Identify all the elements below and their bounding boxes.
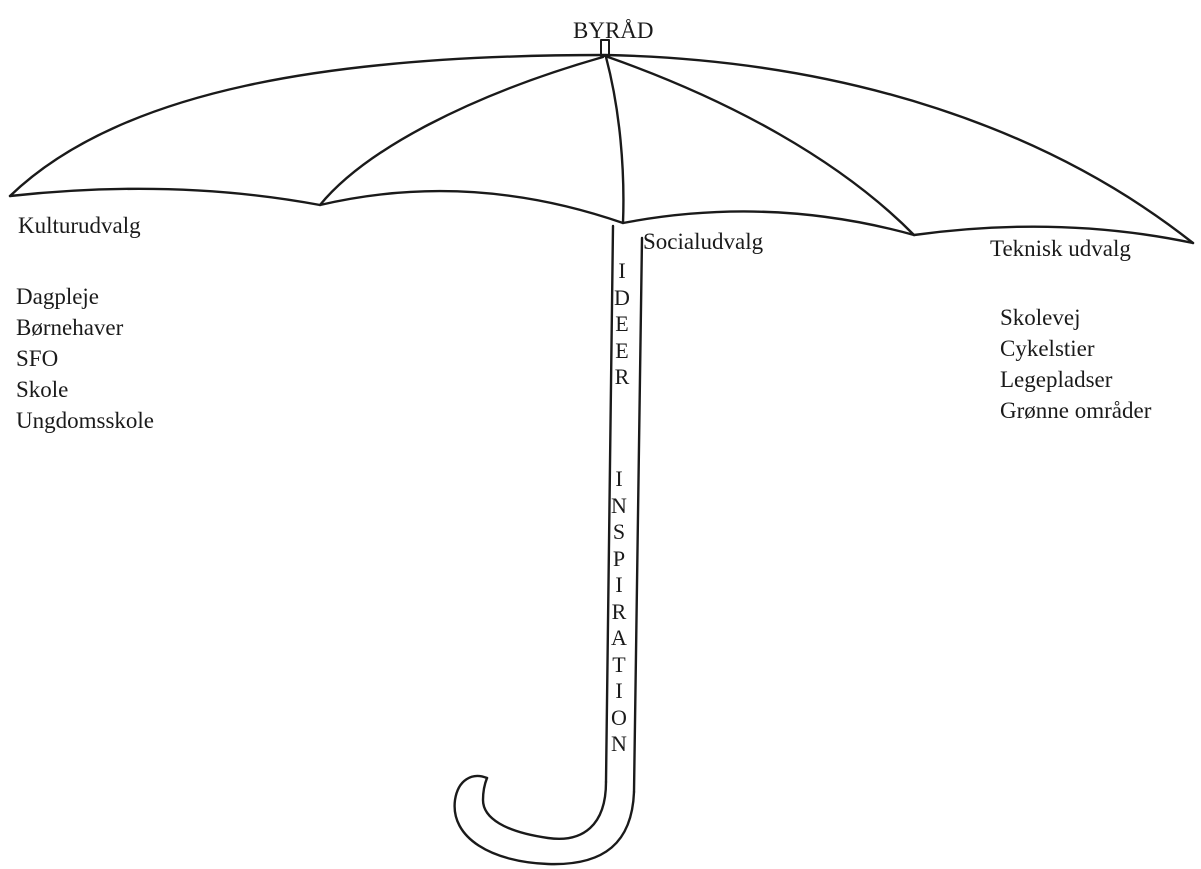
canopy-rib [608, 57, 914, 235]
list-item: Børnehaver [16, 312, 154, 343]
shaft-right [634, 238, 642, 792]
shaft-letter: I [607, 678, 631, 705]
kultur-items-list: Dagpleje Børnehaver SFO Skole Ungdomssko… [16, 281, 154, 436]
shaft-letter: A [607, 625, 631, 652]
list-item: SFO [16, 343, 154, 374]
top-label: BYRÅD [573, 19, 654, 42]
shaft-letter: I [607, 466, 631, 493]
canopy-edge [10, 189, 1193, 243]
shaft-letter: S [607, 519, 631, 546]
list-item: Legepladser [1000, 364, 1151, 395]
shaft-letter: N [607, 731, 631, 758]
hook-outer [455, 776, 634, 864]
shaft-letter: T [607, 652, 631, 679]
shaft-letter: N [607, 493, 631, 520]
shaft-letter: E [610, 338, 634, 365]
canopy-rib [320, 57, 603, 205]
shaft-letter: P [607, 546, 631, 573]
committee-label-social: Socialudvalg [643, 230, 763, 253]
shaft-letter: I [607, 572, 631, 599]
shaft-letter: O [607, 705, 631, 732]
list-item: Ungdomsskole [16, 405, 154, 436]
list-item: Skolevej [1000, 302, 1151, 333]
shaft-letter: E [610, 311, 634, 338]
list-item: Dagpleje [16, 281, 154, 312]
shaft-letter: R [607, 599, 631, 626]
shaft-letter: R [610, 364, 634, 391]
list-item: Skole [16, 374, 154, 405]
list-item: Grønne områder [1000, 395, 1151, 426]
hook-inner [483, 778, 606, 839]
committee-label-teknisk: Teknisk udvalg [990, 237, 1131, 260]
committee-label-kultur: Kulturudvalg [18, 214, 141, 237]
shaft-letter: I [610, 258, 634, 285]
shaft-letter: D [610, 285, 634, 312]
teknisk-items-list: Skolevej Cykelstier Legepladser Grønne o… [1000, 302, 1151, 426]
list-item: Cykelstier [1000, 333, 1151, 364]
canopy-rib [606, 57, 623, 223]
